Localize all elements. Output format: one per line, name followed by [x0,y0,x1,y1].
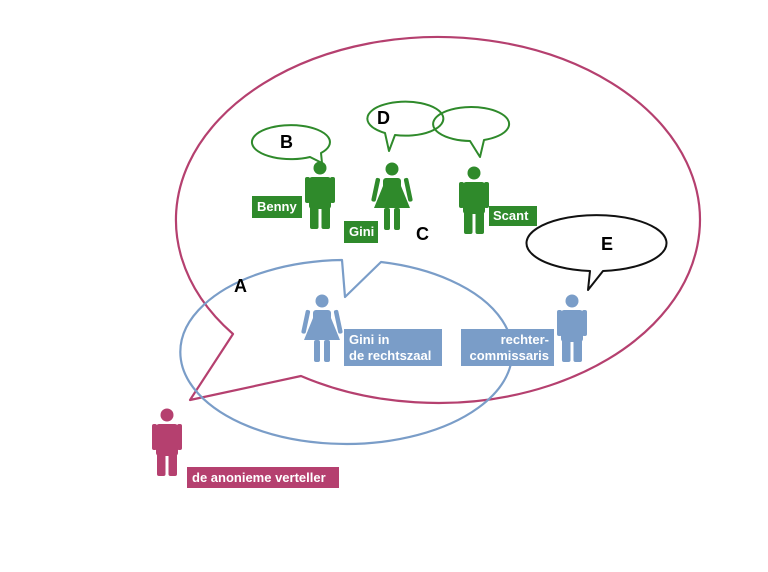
label-benny: Benny [252,196,302,218]
label-narrator-text: de anonieme verteller [192,470,326,485]
label-narrator: de anonieme verteller [187,467,339,488]
label-gini-court-line2: de rechtszaal [349,348,432,363]
bubble-b [250,124,331,164]
bubble-d [366,100,445,152]
label-gini-text: Gini [349,224,375,239]
label-benny-text: Benny [257,199,297,214]
bubble-c [432,106,511,158]
letter-d: D [377,108,390,128]
gini-court-figure-icon [301,294,343,362]
narrator-figure-icon [152,408,182,476]
label-gini: Gini [344,221,378,243]
outer-speech-bubble [174,35,701,405]
scant-figure-icon [459,166,489,234]
label-gini-court: Gini in de rechtszaal [344,329,442,366]
label-judge-line1: rechter- [500,332,549,347]
label-scant-text: Scant [493,208,529,223]
label-scant: Scant [489,206,537,226]
letter-b: B [280,132,293,152]
judge-figure-icon [557,294,587,362]
label-judge-line2: commissaris [469,348,550,363]
label-judge: rechter- commissaris [461,329,554,366]
gini-figure-icon [371,162,413,230]
letter-a: A [234,276,247,296]
benny-figure-icon [305,161,335,229]
bubble-e [525,214,668,291]
letter-e: E [601,234,614,254]
middle-speech-bubble [179,258,514,446]
letter-c: C [416,224,429,244]
label-gini-court-line1: Gini in [349,332,390,347]
